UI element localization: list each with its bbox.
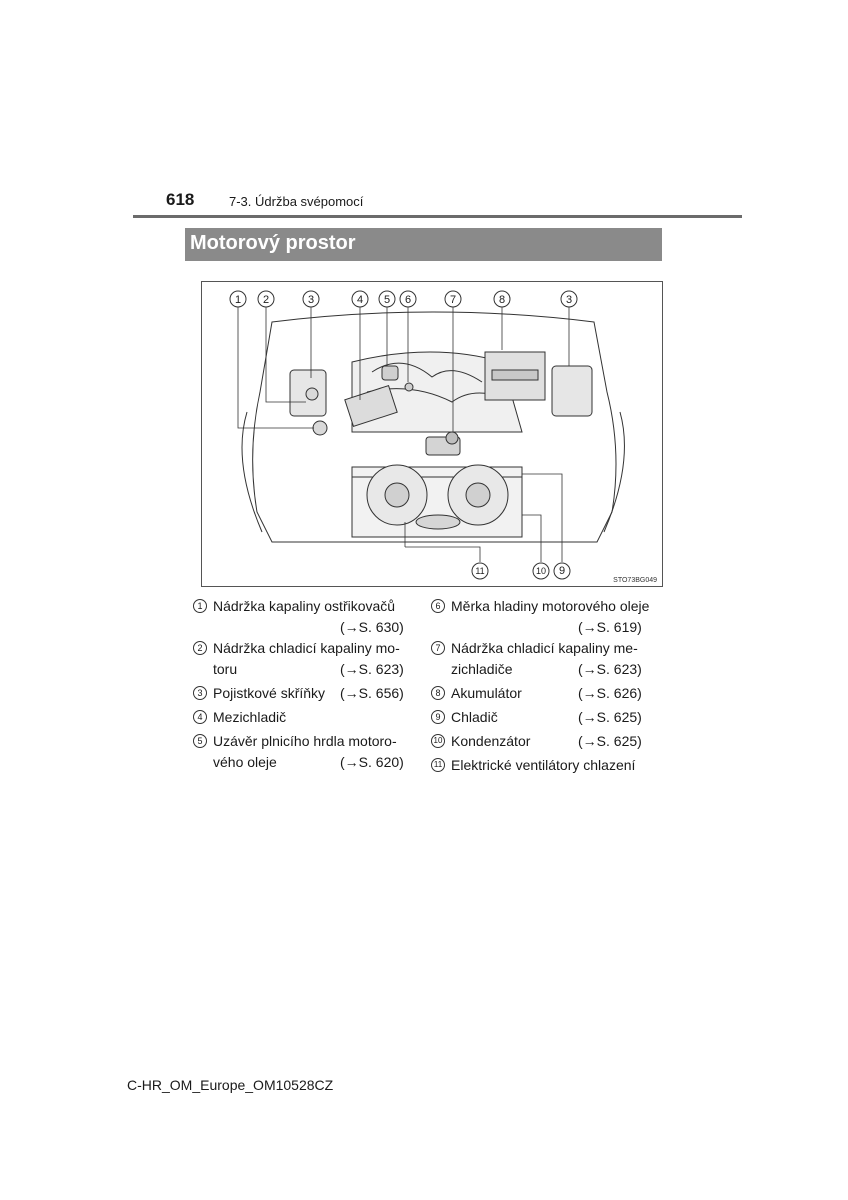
svg-text:7: 7: [450, 294, 456, 306]
washer-tank: [312, 420, 328, 436]
svg-text:10: 10: [536, 566, 546, 576]
callouts-bottom: 11 10 9: [471, 562, 571, 580]
legend-label: Nádržka chladicí kapaliny me-: [451, 640, 638, 656]
legend-label-cont: toru: [213, 661, 238, 677]
legend-num: 9: [431, 710, 445, 724]
figure-code: STO73BG049: [613, 577, 657, 584]
svg-text:8: 8: [499, 294, 505, 306]
legend-item-5: 5 Uzávěr plnicího hrdla motoro- vého ole…: [193, 731, 409, 773]
callout-4: 4: [351, 290, 369, 308]
svg-text:1: 1: [235, 294, 241, 306]
svg-text:3: 3: [566, 294, 572, 306]
svg-text:6: 6: [405, 294, 411, 306]
callout-5: 5: [378, 290, 396, 308]
callout-7: 7: [444, 290, 462, 308]
legend-num: 11: [431, 758, 445, 772]
callout-3-right: 3: [560, 290, 578, 308]
legend-item-10: 10 Kondenzátor (→S. 625): [431, 731, 661, 752]
legend-num: 1: [193, 599, 207, 613]
legend-num: 2: [193, 641, 207, 655]
legend-item-8: 8 Akumulátor (→S. 626): [431, 683, 661, 704]
callout-1: 1: [229, 290, 247, 308]
legend-item-2: 2 Nádržka chladicí kapaliny mo- toru (→S…: [193, 638, 409, 680]
legend-item-1: 1 Nádržka kapaliny ostřikovačů (→S. 630): [193, 596, 409, 638]
legend-num: 6: [431, 599, 445, 613]
chapter-title: 7-3. Údržba svépomocí: [229, 194, 364, 209]
legend-label: Měrka hladiny motorového oleje: [451, 598, 650, 614]
legend-ref: (→S. 623): [578, 661, 642, 677]
legend-num: 5: [193, 734, 207, 748]
engine-figure: 1 2 3 4 5 6 7 8 3 11 10 9 STO73BG049: [201, 281, 663, 587]
legend-num: 7: [431, 641, 445, 655]
legend-label-cont: zichladiče: [451, 661, 513, 677]
callouts-top: 1 2 3 4 5 6 7 8 3: [229, 290, 578, 308]
legend-label: Elektrické ventilátory chlazení: [451, 757, 636, 773]
legend-ref: (→S. 619): [578, 619, 642, 635]
legend-ref: (→S. 630): [340, 619, 404, 635]
legend-ref: (→S. 625): [578, 733, 642, 749]
callout-11: 11: [471, 562, 489, 580]
svg-text:9: 9: [559, 565, 565, 577]
legend-ref: (→S. 656): [340, 685, 404, 701]
legend-item-11: 11 Elektrické ventilátory chlazení: [431, 755, 661, 776]
legend-label: Chladič: [451, 709, 498, 725]
legend-label: Kondenzátor: [451, 733, 531, 749]
legend-item-9: 9 Chladič (→S. 625): [431, 707, 661, 728]
callout-6: 6: [399, 290, 417, 308]
callout-2: 2: [257, 290, 275, 308]
legend-item-7: 7 Nádržka chladicí kapaliny me- zichladi…: [431, 638, 661, 680]
svg-text:2: 2: [263, 294, 269, 306]
svg-text:3: 3: [308, 294, 314, 306]
coolant-tank: [305, 387, 319, 401]
legend-label-cont: vého oleje: [213, 754, 277, 770]
intercooler: [344, 384, 398, 428]
header-rule: [133, 215, 742, 218]
legend-ref: (→S. 620): [340, 754, 404, 770]
legend-label: Uzávěr plnicího hrdla motoro-: [213, 733, 397, 749]
legend-item-3: 3 Pojistkové skříňky (→S. 656): [193, 683, 409, 704]
legend-item-4: 4 Mezichladič: [193, 707, 409, 728]
legend-label: Nádržka chladicí kapaliny mo-: [213, 640, 400, 656]
svg-text:11: 11: [475, 566, 484, 576]
legend-num: 10: [431, 734, 445, 748]
legend-ref: (→S. 625): [578, 709, 642, 725]
callout-10: 10: [532, 562, 550, 580]
callout-3: 3: [302, 290, 320, 308]
callout-8: 8: [493, 290, 511, 308]
svg-text:4: 4: [357, 294, 363, 306]
legend-ref: (→S. 623): [340, 661, 404, 677]
svg-text:5: 5: [384, 294, 390, 306]
dipstick: [404, 382, 414, 392]
footer-doc-id: C-HR_OM_Europe_OM10528CZ: [127, 1077, 334, 1093]
legend-num: 3: [193, 686, 207, 700]
section-banner: Motorový prostor: [185, 228, 662, 261]
callout-9: 9: [553, 562, 571, 580]
legend-ref: (→S. 626): [578, 685, 642, 701]
legend-label: Nádržka kapaliny ostřikovačů: [213, 598, 396, 614]
legend-label: Mezichladič: [213, 709, 287, 725]
legend-num: 4: [193, 710, 207, 724]
section-title: Motorový prostor: [190, 232, 356, 254]
legend-item-6: 6 Měrka hladiny motorového oleje (→S. 61…: [431, 596, 661, 638]
legend-label: Pojistkové skříňky: [213, 685, 326, 701]
engine-compartment-illustration: 1 2 3 4 5 6 7 8 3 11 10 9: [229, 290, 625, 580]
legend-num: 8: [431, 686, 445, 700]
legend-label: Akumulátor: [451, 685, 522, 701]
oil-cap: [381, 365, 399, 381]
page-number: 618: [166, 190, 195, 209]
fuse-box-right: [551, 365, 593, 417]
hood-outline: [252, 311, 617, 543]
